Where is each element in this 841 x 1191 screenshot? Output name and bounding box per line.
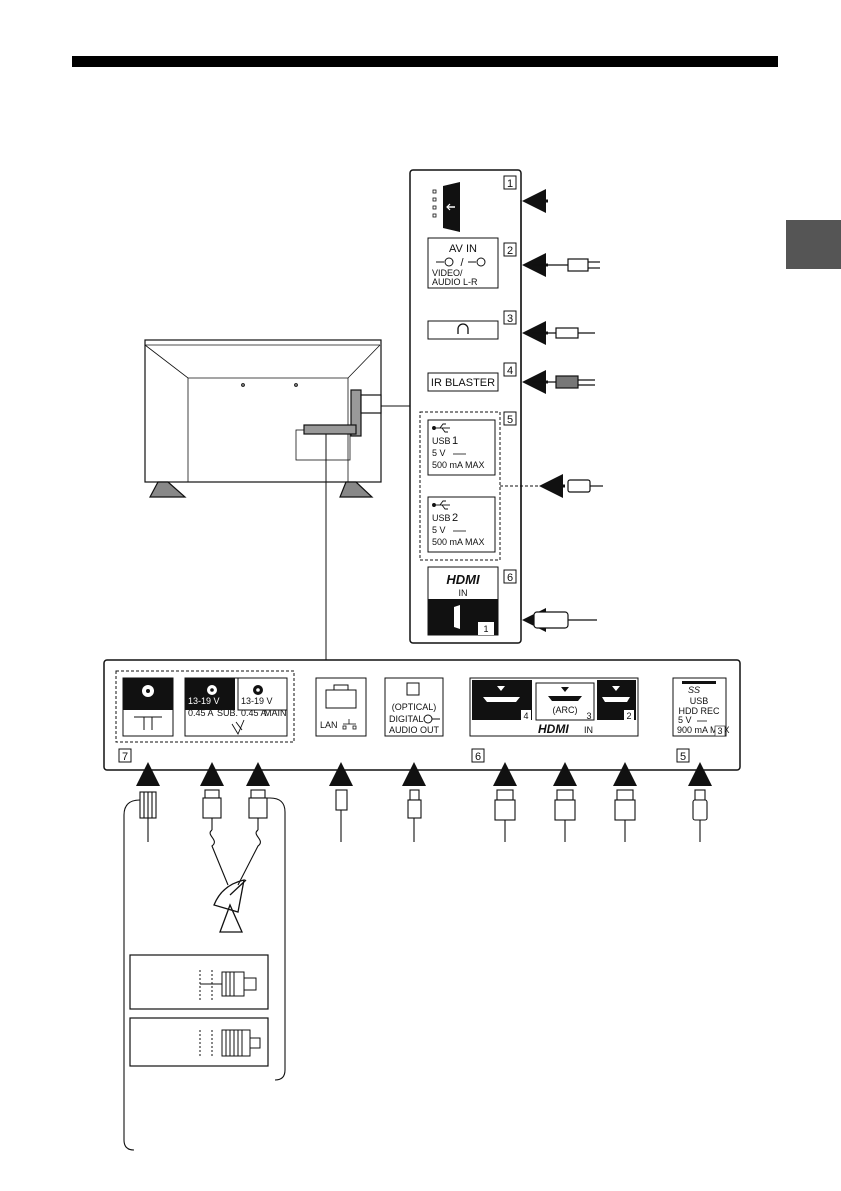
optical-l2: DIGITAL: [389, 714, 423, 724]
usb2-amp: 500 mA MAX: [432, 537, 485, 547]
usb-icon: [433, 424, 451, 432]
usb3-ss: SS: [688, 685, 700, 695]
optical-port: (OPTICAL) DIGITAL AUDIO OUT: [385, 678, 443, 736]
hdmi-bottom-in: IN: [584, 725, 593, 735]
satellite-port: 13-19 V 0.45 A SUB. 13-19 V 0.45 A MAIN: [185, 678, 287, 736]
sat-a2: 0.45 A: [241, 708, 267, 718]
hdmi-p2: 2: [626, 711, 631, 721]
cable-plug-icon: [140, 790, 707, 842]
port-number-4: 4: [507, 365, 513, 377]
port-number-2: 2: [507, 245, 513, 257]
hdmi-p4: 4: [523, 711, 528, 721]
side-port-numbers: 1 2 3 4 5 6: [504, 176, 516, 584]
group-number-7: 7: [122, 751, 128, 763]
tv-rear-icon: [145, 340, 381, 497]
port-number-5: 5: [507, 414, 513, 426]
side-hdmi-logo: HDMI: [446, 572, 480, 587]
optical-l3: AUDIO OUT: [389, 725, 440, 735]
connector-inset-1: [130, 955, 268, 1009]
usb1-volt: 5 V: [432, 448, 446, 458]
usb2-volt: 5 V: [432, 525, 446, 535]
usb3-idx: 3: [717, 726, 722, 736]
usb-hdd-port: SS USB HDD REC 5 V 900 mA MAX 3: [673, 678, 730, 736]
sat-s2: MAIN: [264, 708, 287, 718]
usb1-idx: 1: [452, 435, 458, 447]
port-number-6: 6: [507, 572, 513, 584]
sat-v1: 13-19 V: [188, 696, 220, 706]
satellite-cables: [124, 798, 285, 1150]
hdmi-p3: 3: [586, 711, 591, 721]
usb1-amp: 500 mA MAX: [432, 460, 485, 470]
antenna-port: [123, 678, 173, 736]
side-cables: [500, 201, 603, 628]
av-in-port: AV IN / VIDEO/ AUDIO L-R: [428, 238, 498, 288]
hdmi-bottom-logo: HDMI: [538, 722, 569, 736]
group-number-5: 5: [680, 751, 686, 763]
usb2-idx: 2: [452, 512, 458, 524]
usb-port-1: USB 1 5 V 500 mA MAX: [428, 420, 495, 475]
side-hdmi-in: IN: [459, 588, 468, 598]
lan-label: LAN: [320, 720, 338, 730]
av-in-audio: AUDIO L-R: [432, 277, 478, 287]
ir-blaster-label: IR BLASTER: [431, 377, 495, 389]
connector-inset-2: [130, 1018, 268, 1066]
usb2-name: USB: [432, 513, 451, 523]
headphone-icon: [428, 321, 498, 339]
usb3-volt: 5 V: [678, 715, 692, 725]
ir-blaster-port: IR BLASTER: [428, 373, 498, 391]
optical-l1: (OPTICAL): [392, 702, 437, 712]
usb3-usb: USB: [690, 696, 709, 706]
usb-port-2: USB 2 5 V 500 mA MAX: [428, 497, 495, 552]
satellite-dish-icon: [214, 880, 246, 932]
av-in-title: AV IN: [449, 243, 477, 255]
hdmi-arc: (ARC): [553, 705, 578, 715]
bottom-group-numbers: 7 6 5: [119, 749, 689, 763]
usb1-name: USB: [432, 436, 451, 446]
hdmi-bottom-group: 4 (ARC) 3 2 HDMI IN: [470, 678, 638, 736]
port-number-1: 1: [507, 178, 513, 190]
bottom-arrows: [148, 765, 700, 785]
lan-port: LAN: [316, 678, 366, 736]
card-slot-icon: [433, 182, 460, 232]
sat-a1: 0.45 A: [188, 708, 214, 718]
side-hdmi-index: 1: [483, 624, 488, 634]
port-number-3: 3: [507, 313, 513, 325]
sat-s1: SUB.: [217, 708, 238, 718]
side-hdmi-port: HDMI IN 1: [428, 567, 498, 635]
group-number-6: 6: [475, 751, 481, 763]
sat-v2: 13-19 V: [241, 696, 273, 706]
